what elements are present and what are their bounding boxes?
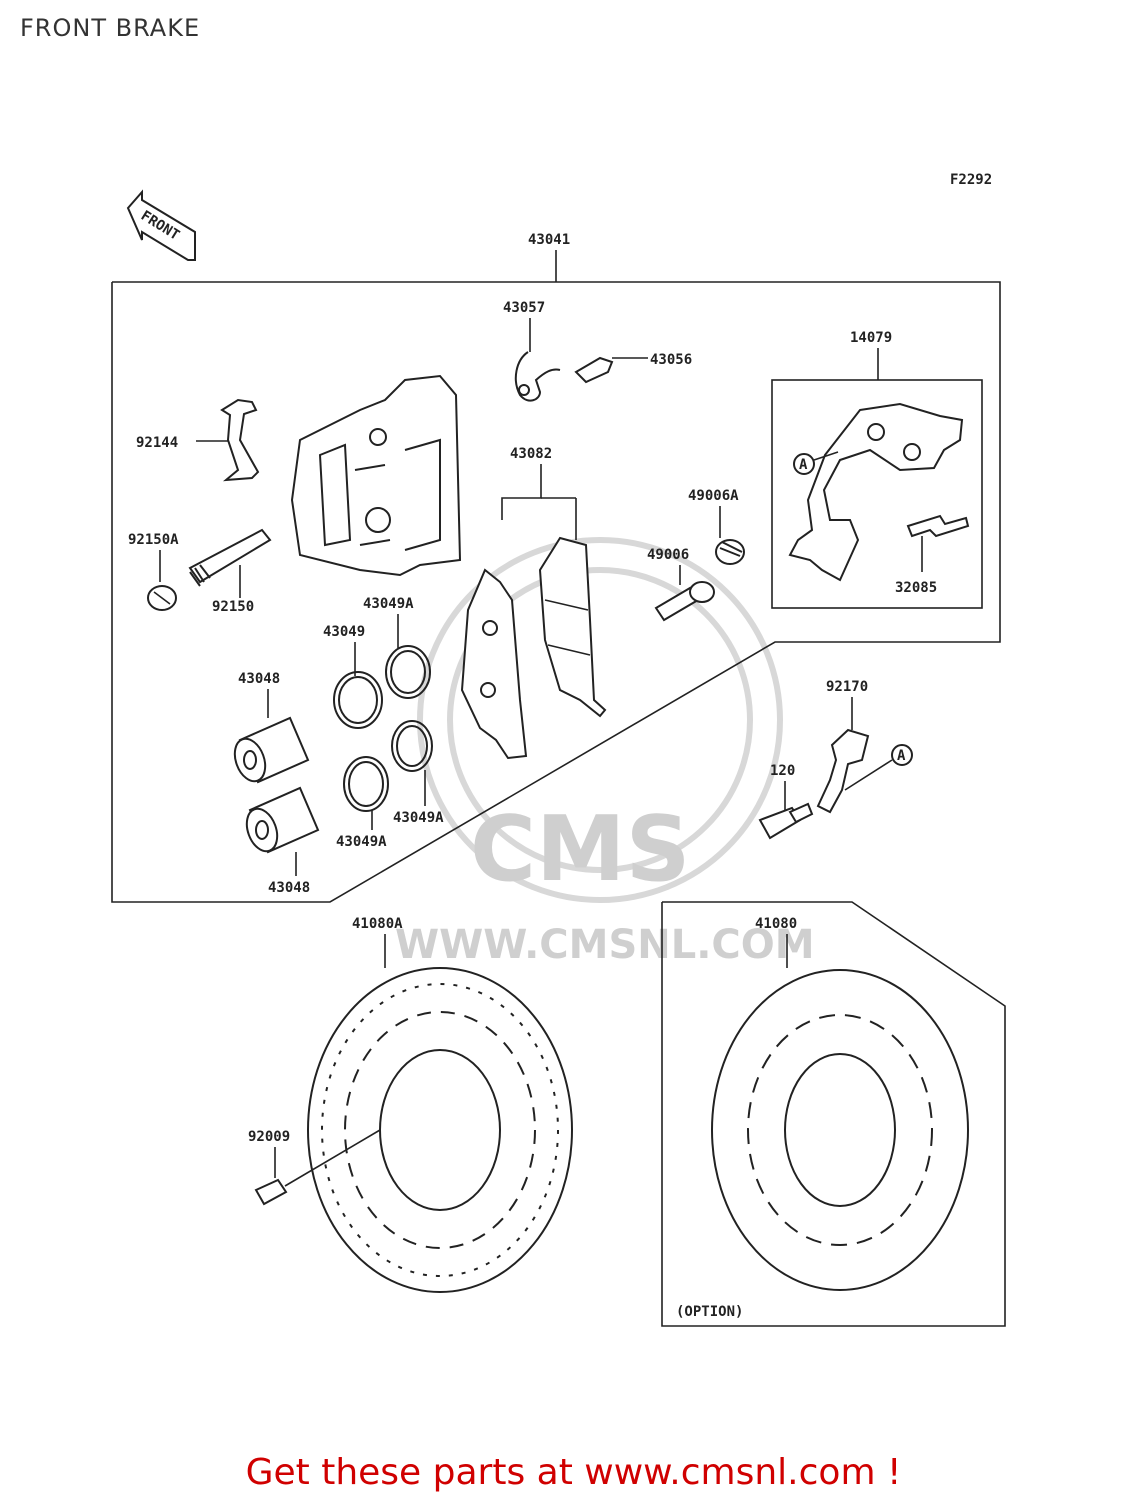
piston-part-2 bbox=[245, 786, 320, 854]
watermark-logo-text: CMS bbox=[470, 797, 690, 902]
label-14079: 14079 bbox=[850, 330, 892, 346]
label-43082: 43082 bbox=[510, 446, 552, 462]
label-92009: 92009 bbox=[248, 1129, 290, 1145]
label-92150: 92150 bbox=[212, 599, 254, 615]
bleeder-valve-part bbox=[574, 356, 648, 384]
front-arrow-icon: FRONT bbox=[126, 189, 196, 261]
caliper-assembly-outline bbox=[111, 281, 1001, 903]
piston-part-1 bbox=[233, 716, 310, 784]
brake-disc-part-b bbox=[711, 969, 969, 1291]
caliper-bracket-part bbox=[788, 402, 964, 582]
ref-marker-a-low-text: A bbox=[897, 748, 906, 764]
label-32085: 32085 bbox=[895, 580, 937, 596]
pad-spring-part bbox=[220, 398, 260, 482]
promo-link[interactable]: Get these parts at www.cmsnl.com ! bbox=[245, 1452, 902, 1493]
seal-ring-part-3 bbox=[391, 720, 433, 772]
brake-pad-part-a bbox=[460, 568, 528, 760]
disc-bolt-part bbox=[254, 1129, 381, 1206]
label-43048-low: 43048 bbox=[268, 880, 310, 896]
watermark-logo: CMS WWW.CMSNL.COM bbox=[395, 537, 815, 968]
seal-ring-part-4 bbox=[343, 756, 389, 812]
brake-pad-part-b bbox=[538, 536, 607, 718]
seal-ring-part-2 bbox=[333, 671, 383, 729]
label-49006A: 49006A bbox=[688, 488, 739, 504]
label-43041: 43041 bbox=[528, 232, 570, 248]
label-43049: 43049 bbox=[323, 624, 365, 640]
boot-part bbox=[715, 539, 745, 565]
label-49006: 49006 bbox=[647, 547, 689, 563]
label-43057: 43057 bbox=[503, 300, 545, 316]
option-box-outline bbox=[661, 901, 1006, 1327]
parts-diagram: CMS WWW.CMSNL.COM F2292 FRONT 43041 4305… bbox=[111, 172, 1006, 1327]
label-43049A-top: 43049A bbox=[363, 596, 414, 612]
label-92170: 92170 bbox=[826, 679, 868, 695]
label-43049A-low: 43049A bbox=[336, 834, 387, 850]
label-41080A: 41080A bbox=[352, 916, 403, 932]
caliper-body-part bbox=[290, 374, 462, 577]
bolt-part bbox=[758, 802, 814, 840]
label-120: 120 bbox=[770, 763, 795, 779]
ref-marker-a-top-text: A bbox=[799, 457, 808, 473]
label-43048-top: 43048 bbox=[238, 671, 280, 687]
figure-code: F2292 bbox=[950, 172, 992, 188]
ref-marker-a-low: A bbox=[844, 744, 913, 791]
seal-ring-part-1 bbox=[385, 645, 431, 699]
label-92150A: 92150A bbox=[128, 532, 179, 548]
label-43056: 43056 bbox=[650, 352, 692, 368]
bracket-group-box bbox=[771, 379, 983, 609]
brake-disc-part-a bbox=[307, 967, 573, 1293]
page-title: FRONT BRAKE bbox=[20, 14, 201, 42]
label-92144: 92144 bbox=[136, 435, 178, 451]
label-43049A-mid: 43049A bbox=[393, 810, 444, 826]
bracket-clip-part bbox=[906, 514, 970, 538]
ref-marker-a-top: A bbox=[793, 451, 839, 475]
hose-clamp-part bbox=[816, 728, 870, 814]
slide-pin-part bbox=[654, 581, 715, 622]
plug-part bbox=[147, 585, 177, 611]
bleeder-cap-part bbox=[514, 351, 561, 402]
option-label: (OPTION) bbox=[676, 1304, 743, 1320]
label-41080: 41080 bbox=[755, 916, 797, 932]
pad-pin-part bbox=[188, 528, 272, 587]
watermark-url: WWW.CMSNL.COM bbox=[395, 922, 815, 968]
